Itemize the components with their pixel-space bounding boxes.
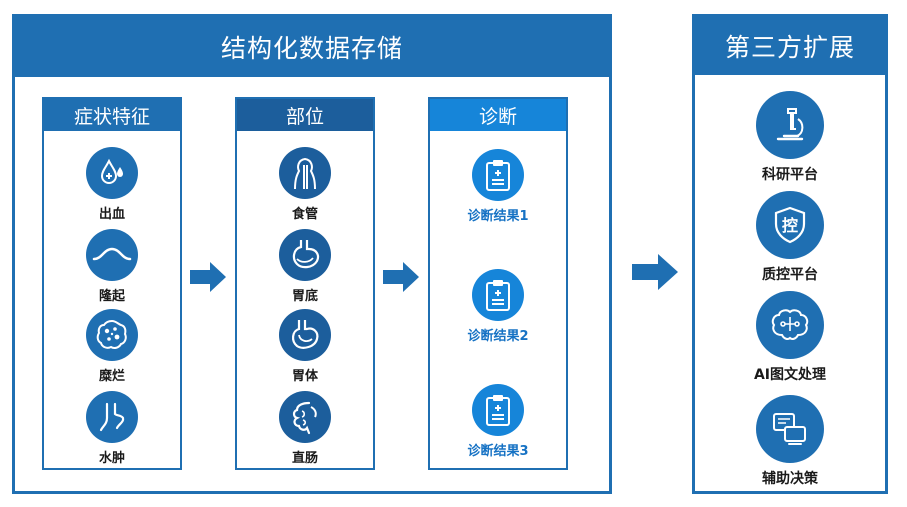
symptom-item-bleeding: 出血 [44,147,180,222]
arrow-right-icon [383,262,419,292]
extension-item-research-platform: 科研平台 [695,91,885,184]
symptom-label: 水肿 [98,451,125,466]
location-column-title: 部位 [237,99,373,131]
structured-data-storage-panel: 结构化数据存储 症状特征 出血 隆起 糜烂 水肿 [12,14,612,494]
diagnosis-label: 诊断结果3 [467,444,529,459]
location-label: 胃体 [291,369,318,384]
symptom-label: 出血 [98,207,125,222]
microscope-icon [756,91,824,159]
extension-item-ai-image-text: AI图文处理 [695,291,885,384]
edema-icon [86,391,138,443]
arrow-right-icon [190,262,226,292]
symptom-label: 隆起 [98,289,125,304]
erosion-icon [86,309,138,361]
symptom-column-title: 症状特征 [44,99,180,131]
location-label: 食管 [291,207,318,222]
symptom-item-erosion: 糜烂 [44,309,180,384]
rectum-icon [279,391,331,443]
brain-icon [756,291,824,359]
location-item-rectum: 直肠 [237,391,373,466]
shield-glyph: 控 [782,216,798,235]
diagnosis-label: 诊断结果1 [467,209,529,224]
symptom-item-bulge: 隆起 [44,229,180,304]
diagnosis-item-3: 诊断结果3 [430,384,566,459]
diagnosis-label: 诊断结果2 [467,329,529,344]
stomach-fundus-icon [279,229,331,281]
location-label: 直肠 [291,451,318,466]
clipboard-icon [472,384,524,436]
storage-panel-title: 结构化数据存储 [15,17,609,77]
clipboard-icon [472,149,524,201]
symptom-label: 糜烂 [98,369,125,384]
extension-panel-title: 第三方扩展 [695,17,885,75]
stomach-body-icon [279,309,331,361]
bulge-icon [86,229,138,281]
diagnosis-item-2: 诊断结果2 [430,269,566,344]
symptom-item-edema: 水肿 [44,391,180,466]
location-item-fundus: 胃底 [237,229,373,304]
blood-drop-icon [86,147,138,199]
clipboard-icon [472,269,524,321]
shield-icon: 控 [756,191,824,259]
extension-item-decision-support: 辅助决策 [695,395,885,488]
third-party-extension-panel: 第三方扩展 科研平台 控 质控平台 AI图文处理 辅助决策 [692,14,888,494]
extension-label: AI图文处理 [753,367,827,383]
symptom-column: 症状特征 出血 隆起 糜烂 水肿 [42,97,182,470]
extension-label: 辅助决策 [762,471,818,487]
location-label: 胃底 [291,289,318,304]
diagnosis-column-title: 诊断 [430,99,566,131]
arrow-right-icon [632,254,678,290]
screens-icon [756,395,824,463]
extension-item-quality-control-platform: 控 质控平台 [695,191,885,284]
extension-label: 科研平台 [762,167,818,183]
location-column: 部位 食管 胃底 胃体 直肠 [235,97,375,470]
diagnosis-item-1: 诊断结果1 [430,149,566,224]
location-item-esophagus: 食管 [237,147,373,222]
diagnosis-column: 诊断 诊断结果1 诊断结果2 诊断结果3 [428,97,568,470]
extension-label: 质控平台 [762,267,818,283]
location-item-body: 胃体 [237,309,373,384]
esophagus-icon [279,147,331,199]
